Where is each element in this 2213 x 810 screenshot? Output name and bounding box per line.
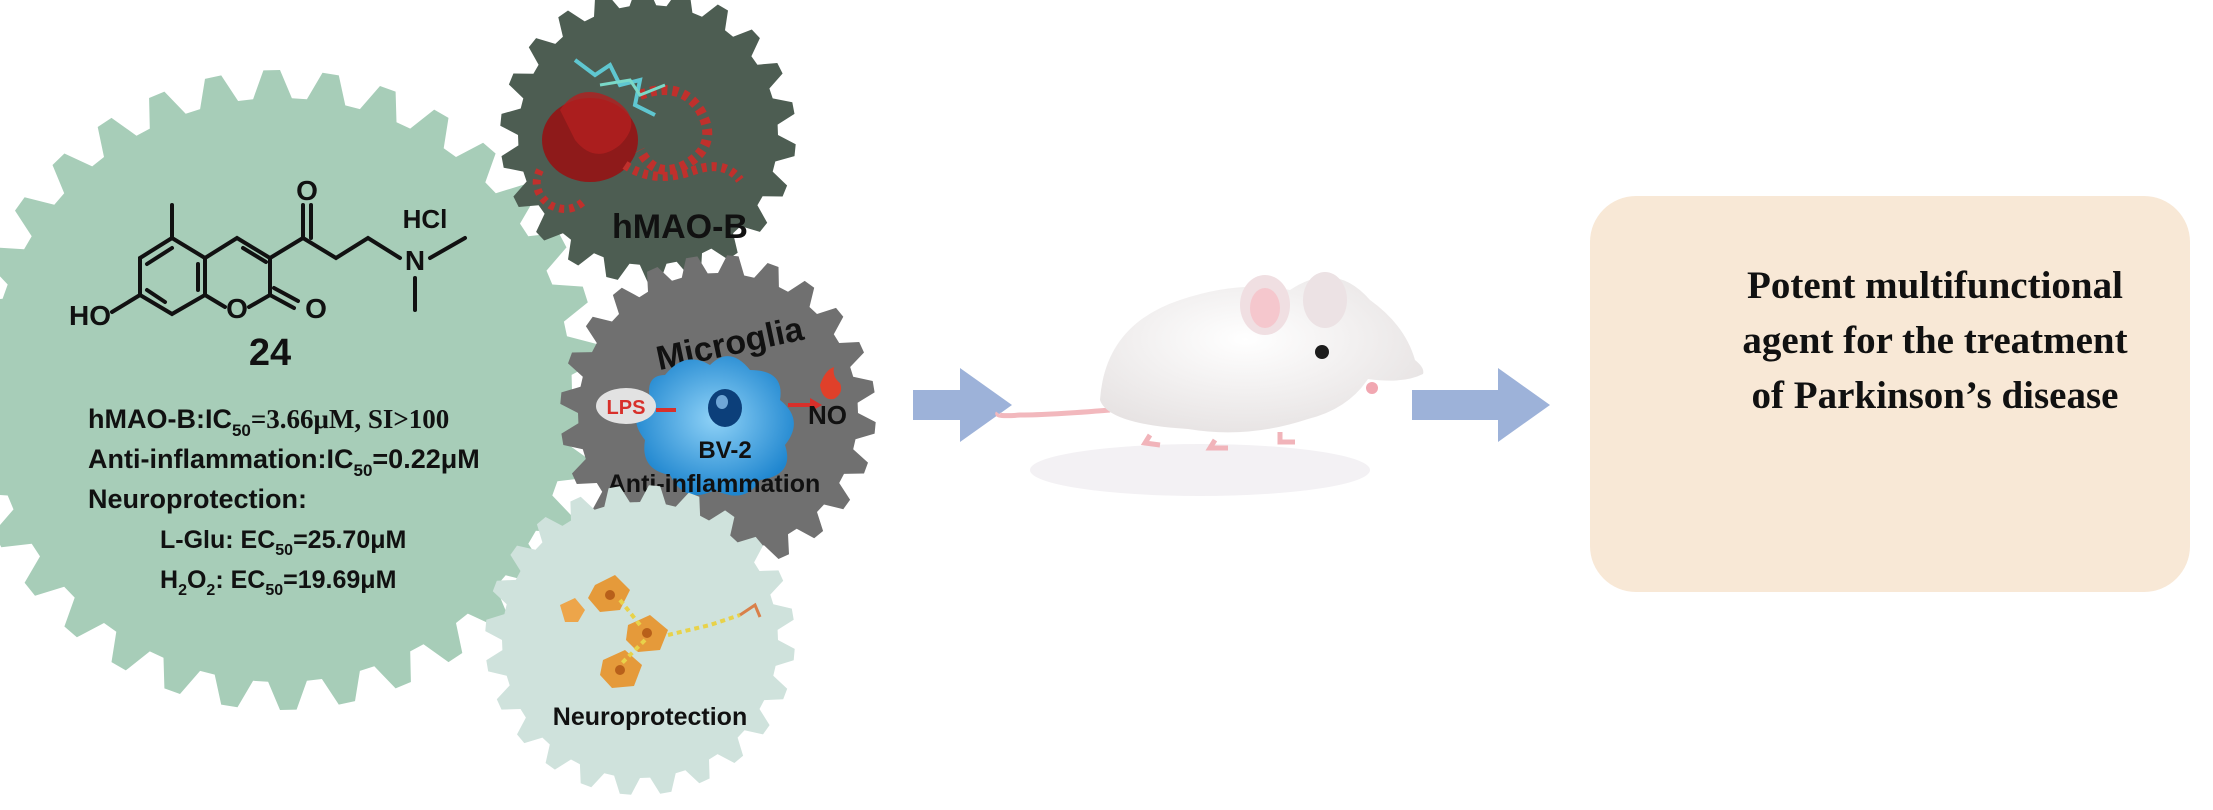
- outcome-line-3: of Parkinson’s disease: [1751, 374, 2119, 417]
- compound-24-structure: [110, 203, 467, 317]
- lglu-activity: L-Glu: EC50=25.70μM: [160, 526, 406, 559]
- microglia-gear: Microglia BV-2 LPS NO Anti-inflammation: [560, 255, 876, 571]
- arrow-to-mouse: [913, 368, 1012, 442]
- atom-o-ring: O: [226, 293, 248, 324]
- lps-label: LPS: [607, 397, 646, 419]
- neuroprotection-heading: Neuroprotection:: [88, 484, 307, 514]
- mouse-illustration: [995, 272, 1424, 496]
- microglia-cell: [636, 356, 794, 496]
- outcome-line-1: Potent multifunctional: [1747, 264, 2123, 307]
- h2o2-activity: H2O2: EC50=19.69μM: [160, 566, 396, 599]
- anti-inflammation-label: Anti-inflammation: [608, 470, 821, 498]
- atom-n: N: [405, 245, 425, 276]
- main-gear: [0, 70, 600, 710]
- no-label: NO: [808, 400, 847, 430]
- mouse-ear: [1303, 272, 1347, 328]
- ho-label: HO: [69, 300, 111, 331]
- neuroprotection-label: Neuroprotection: [553, 703, 747, 731]
- hcl-label: HCl: [403, 204, 448, 234]
- protein-structure-image: [532, 58, 744, 213]
- neuron-cells-image: [560, 575, 762, 688]
- outcome-box: [1590, 196, 2190, 592]
- hmao-b-gear: hMAO-B: [500, 0, 796, 283]
- no-flame-icon: [820, 367, 842, 400]
- mouse-eye: [1315, 345, 1329, 359]
- compound-number: 24: [249, 332, 291, 374]
- hmao-b-label: hMAO-B: [612, 208, 748, 246]
- atom-o-lactone: O: [305, 293, 327, 324]
- outcome-line-2: agent for the treatment: [1742, 319, 2128, 362]
- arrow-to-outcome: [1412, 368, 1550, 442]
- atom-o-ketone: O: [296, 175, 318, 206]
- lps-badge: [596, 388, 656, 424]
- neuroprotection-gear: Neuroprotection: [485, 485, 795, 795]
- bv2-label: BV-2: [698, 437, 751, 464]
- outcome-statement: Potent multifunctional agent for the tre…: [1700, 258, 2170, 423]
- inflammation-activity: Anti-inflammation:IC50=0.22μM: [88, 444, 480, 480]
- mao-activity: hMAO-B:IC50=3.66μM, SI>100: [88, 404, 449, 440]
